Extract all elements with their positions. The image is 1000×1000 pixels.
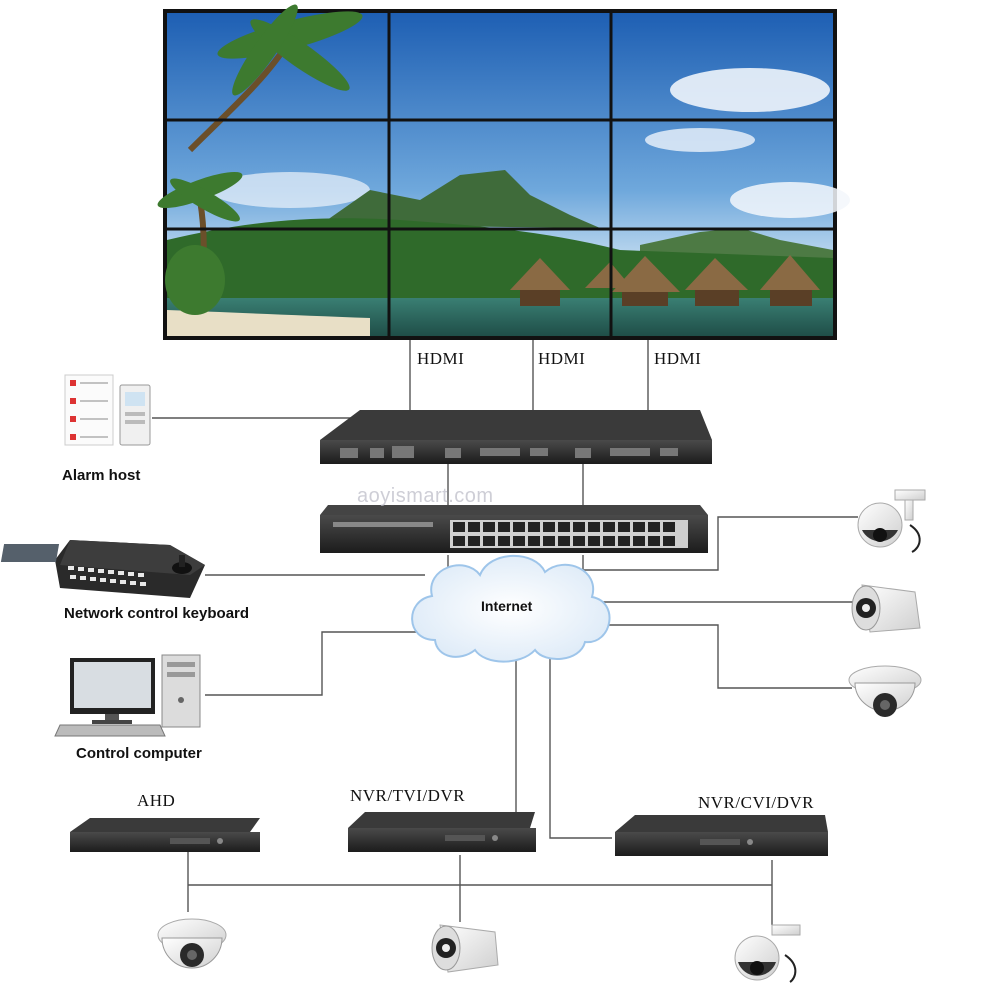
network-keyboard-label: Network control keyboard [64, 605, 250, 622]
bullet-camera-bottom-icon [431, 924, 499, 973]
network-keyboard-icon [0, 540, 205, 598]
hdmi-label-1: HDMI [417, 349, 465, 368]
watermark: aoyismart.com [357, 485, 494, 507]
alarm-host-label: Alarm host [62, 467, 141, 484]
alarm-host-icon [64, 374, 151, 446]
hdmi-label-2: HDMI [538, 349, 586, 368]
nvr-cvi-dvr-label: NVR/CVI/DVR [698, 793, 815, 812]
connection-lines [152, 340, 858, 925]
video-wall [157, 4, 850, 340]
bullet-camera-right-icon [851, 584, 921, 633]
network-switch-icon [320, 505, 708, 553]
ptz-camera-right-icon [857, 489, 926, 553]
dome-camera-right-icon [848, 665, 922, 717]
control-computer-icon [54, 654, 201, 737]
ptz-camera-bottom-icon [734, 924, 801, 983]
nvr-tvi-dvr-recorder-icon [348, 812, 536, 852]
ahd-label: AHD [137, 791, 176, 810]
dome-camera-bottom-left-icon [157, 918, 227, 969]
control-computer-label: Control computer [76, 745, 202, 762]
nvr-cvi-dvr-recorder-icon [615, 815, 828, 856]
nvr-tvi-dvr-label: NVR/TVI/DVR [350, 786, 466, 805]
hdmi-label-3: HDMI [654, 349, 702, 368]
internet-cloud-icon [411, 554, 611, 663]
ahd-recorder-icon [70, 818, 260, 852]
video-wall-controller-icon [320, 410, 712, 464]
internet-label: Internet [481, 598, 533, 614]
